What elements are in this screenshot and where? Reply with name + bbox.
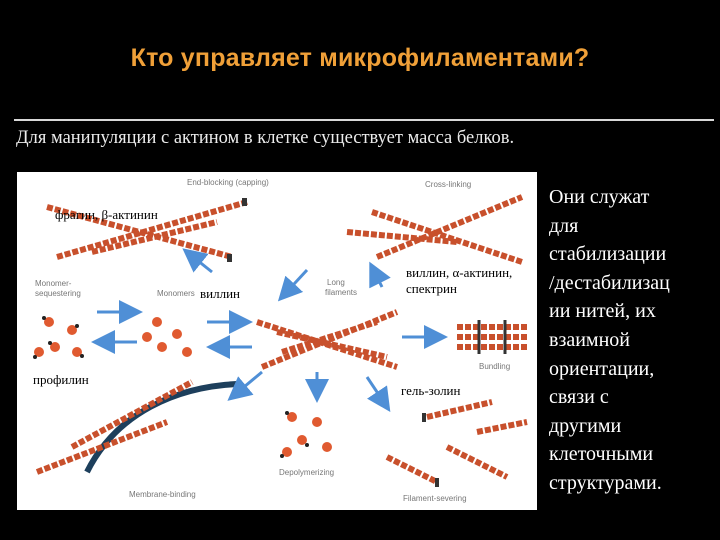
label-villin-actinin: виллин, α-актинин, [406, 265, 513, 280]
side-line: стабилизации [549, 243, 667, 266]
slide-title: Кто управляет микрофиламентами? [130, 44, 590, 72]
free-monomers [142, 317, 192, 357]
crosslinking-filaments [346, 194, 524, 265]
label-long-filaments-1: Long [327, 278, 345, 287]
side-line: взаимной [549, 328, 630, 351]
label-villin: виллин [200, 286, 240, 301]
side-line: /дестабилизац [549, 271, 670, 294]
side-line: Они служат [549, 186, 650, 208]
label-monomers: Monomers [157, 289, 195, 298]
label-gelsolin: гель-золин [401, 383, 461, 398]
bundled-filaments [457, 320, 527, 354]
label-filament-severing: Filament-severing [403, 494, 467, 503]
side-line: ориентации, [549, 357, 655, 380]
actin-diagram-graphics [33, 194, 528, 487]
actin-diagram: End-blocking (capping) Cross-linking Mon… [17, 172, 537, 510]
side-line: связи с [549, 386, 609, 409]
side-description: Они служат для стабилизации /дестабилиза… [549, 183, 719, 498]
label-monomer-sequestering-1: Monomer- [35, 279, 72, 288]
label-membrane-binding: Membrane-binding [129, 490, 196, 499]
depolymerized-monomers [280, 411, 332, 458]
label-depolymerizing: Depolymerizing [279, 468, 335, 477]
sequestered-monomers [33, 316, 84, 359]
process-arrows [91, 248, 448, 412]
side-line: структурами. [549, 471, 662, 494]
side-line: клеточными [549, 443, 654, 466]
label-end-blocking: End-blocking (capping) [187, 178, 269, 187]
severed-filaments [385, 399, 528, 487]
label-bundling: Bundling [479, 362, 511, 371]
label-cross-linking: Cross-linking [425, 180, 472, 189]
side-line: другими [549, 414, 622, 437]
label-profilin: профилин [33, 372, 89, 387]
slide-subtitle: Для манипуляции с актином в клетке сущес… [16, 128, 515, 148]
title-divider [14, 119, 714, 121]
capping-filaments [46, 198, 248, 262]
label-long-filaments-2: filaments [325, 288, 358, 297]
side-line: для [549, 214, 579, 237]
membrane-binding [35, 379, 238, 475]
label-fragin: фрагин, β-актинин [55, 207, 158, 222]
side-line: ии нитей, их [549, 300, 656, 323]
label-monomer-sequestering-2: sequestering [35, 289, 81, 298]
long-filaments [256, 309, 399, 370]
label-spectrin: спектрин [406, 281, 457, 296]
